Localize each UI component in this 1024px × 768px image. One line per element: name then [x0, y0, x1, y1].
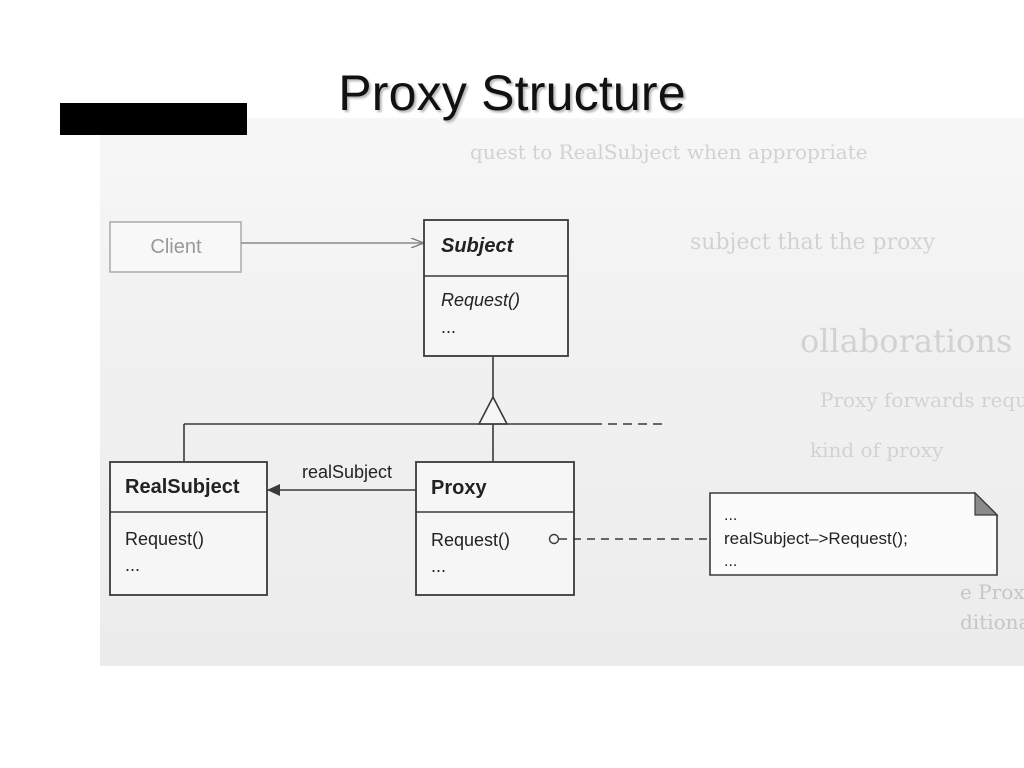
- subject-operation: Request(): [441, 290, 520, 310]
- realsubject-name: RealSubject: [125, 476, 240, 498]
- subject-class: Subject Request() ...: [423, 219, 569, 357]
- note-line-2: realSubject–>Request();: [724, 529, 908, 548]
- redaction-bar: [60, 103, 247, 135]
- bleed-through-text-7: e Proxy pattern introduces a level: [960, 580, 1024, 604]
- bleed-through-text-2: subject that the proxy: [690, 230, 936, 255]
- bleed-through-text-8: ditional indirection has many uses: [960, 610, 1024, 634]
- note-folded-corner: [974, 491, 999, 516]
- realsubject-operation: Request(): [125, 529, 204, 549]
- bleed-through-text-1: quest to RealSubject when appropriate: [470, 140, 868, 164]
- bleed-through-text-4: Proxy forwards requests: [820, 388, 1024, 412]
- bleed-through-text-3: ollaborations: [800, 322, 1013, 360]
- bleed-through-text-5: kind of proxy: [810, 438, 944, 462]
- realsubject-class: RealSubject Request() ...: [109, 461, 268, 596]
- generalization-hierarchy: [183, 356, 664, 462]
- realsubject-ellipsis: ...: [125, 555, 140, 575]
- proxy-ellipsis: ...: [431, 556, 446, 576]
- inheritance-triangle: [477, 395, 509, 425]
- note-anchor-circle: [548, 533, 560, 545]
- client-class: Client: [109, 221, 242, 273]
- subject-ellipsis: ...: [441, 317, 456, 337]
- implementation-note: ... realSubject–>Request(); ...: [709, 491, 999, 576]
- slide-title: Proxy Structure: [338, 65, 686, 121]
- proxy-operation: Request(): [431, 530, 510, 550]
- client-label: Client: [150, 236, 202, 258]
- proxy-name: Proxy: [431, 477, 487, 499]
- note-line-3: ...: [724, 553, 737, 570]
- note-line-1: ...: [724, 507, 737, 524]
- association-label: realSubject: [302, 462, 392, 482]
- subject-name: Subject: [441, 235, 515, 257]
- proxy-class: Proxy Request() ...: [415, 461, 575, 596]
